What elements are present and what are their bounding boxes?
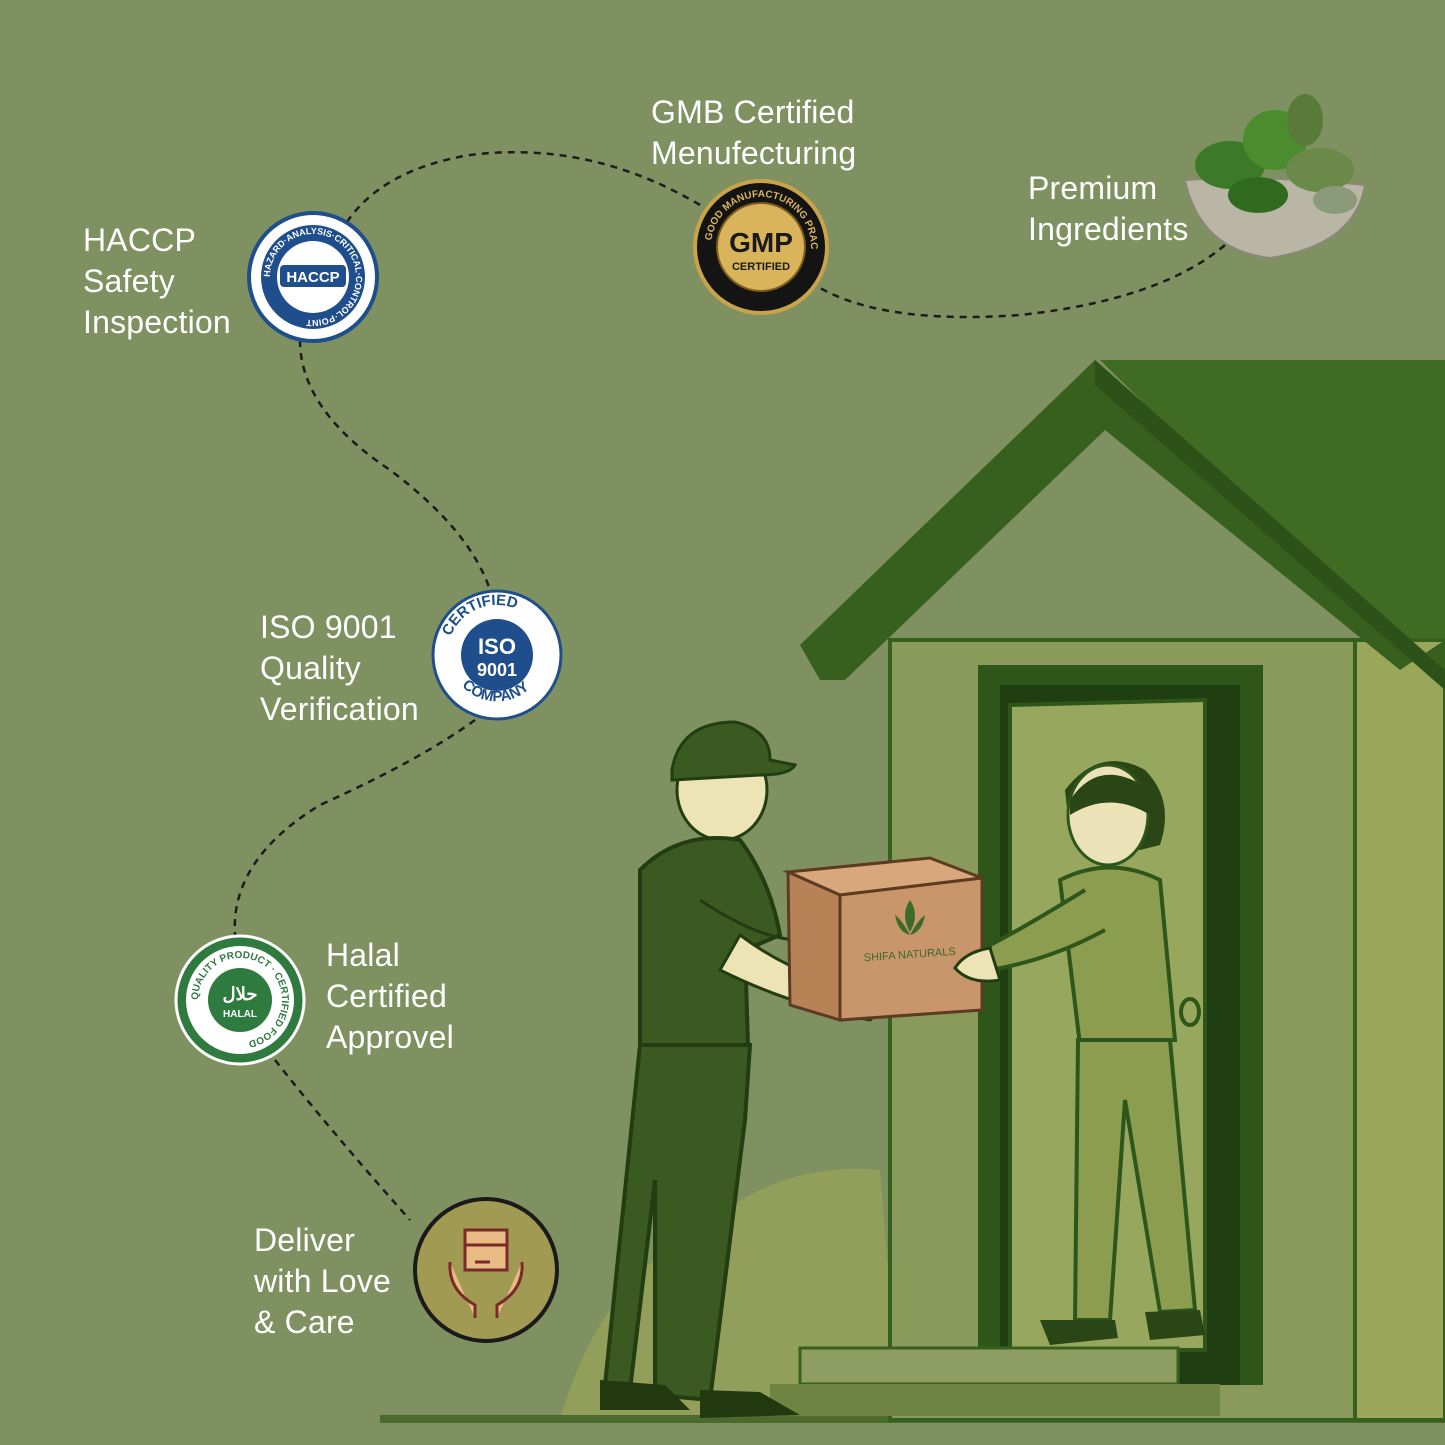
woman-hand bbox=[953, 946, 1002, 983]
step-label-iso: ISO 9001 Quality Verification bbox=[260, 609, 419, 727]
halal-main-text: HALAL bbox=[223, 1009, 257, 1020]
gmp-main-text: GMP bbox=[729, 227, 793, 258]
step-label-premium-ingredients: Premium Ingredients bbox=[1028, 170, 1189, 247]
haccp-main-text: HACCP bbox=[286, 269, 339, 286]
shipping-box: SHIFA NATURALS bbox=[782, 856, 984, 1023]
halal-seal-icon: QUALITY PRODUCT · CERTIFIED FOOD حلال HA… bbox=[174, 934, 306, 1066]
gmp-sub-text: CERTIFIED bbox=[732, 261, 790, 273]
customer-woman bbox=[988, 761, 1205, 1345]
herb-bowl-icon bbox=[1183, 94, 1367, 260]
iso-main-text: ISO bbox=[478, 634, 516, 659]
iso-9001-seal-icon: CERTIFIED COMPANY ISO 9001 bbox=[431, 589, 563, 721]
iso-sub-text: 9001 bbox=[477, 660, 517, 680]
haccp-seal-icon: HAZARD·ANALYSIS·CRITICAL·CONTROL·POINT H… bbox=[247, 211, 379, 343]
step-label-haccp: HACCP Safety Inspection bbox=[83, 222, 231, 340]
box-in-hands-icon bbox=[413, 1197, 559, 1343]
step-label-halal: Halal Certified Approvel bbox=[326, 937, 454, 1055]
step-label-gmp: GMB Certified Menufecturing bbox=[651, 94, 857, 171]
step-label-delivery: Deliver with Love & Care bbox=[254, 1222, 391, 1340]
halal-arabic-text: حلال bbox=[223, 984, 258, 1004]
